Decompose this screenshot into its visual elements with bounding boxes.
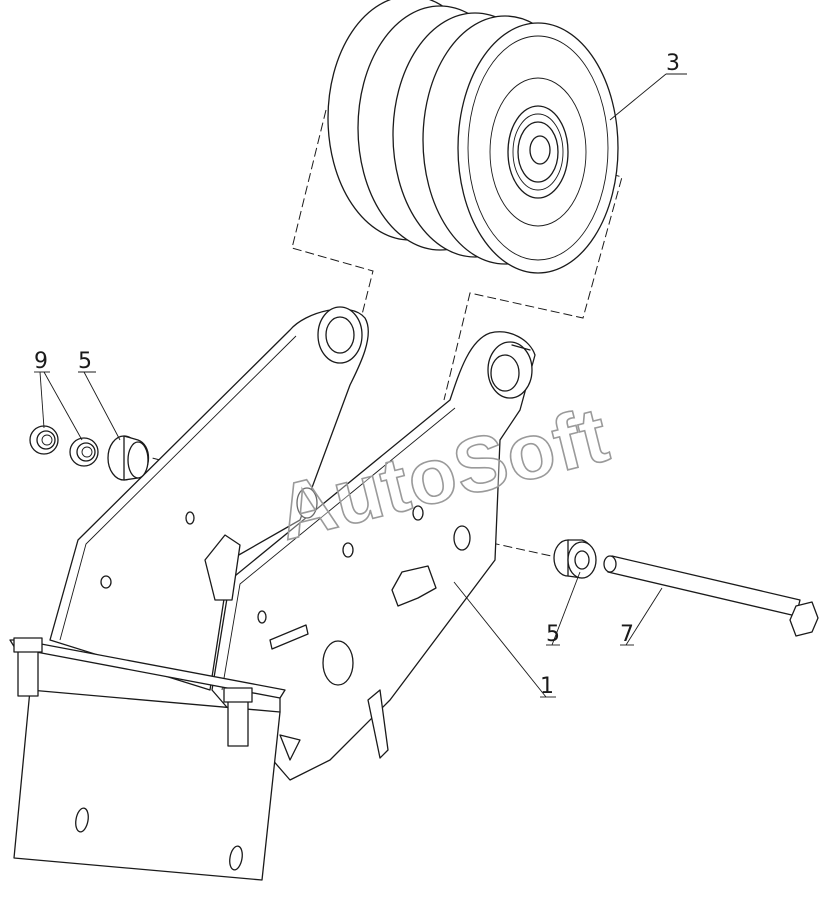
- base-bolt-left: [13, 637, 43, 697]
- callout-label-bushing-left: 5: [78, 349, 92, 374]
- nut-pair: [29, 425, 99, 467]
- long-bolt: [603, 555, 819, 637]
- grooved-pulley: [327, 0, 619, 274]
- callout-label-bracket: 1: [540, 674, 554, 699]
- callout-7: 7: [620, 587, 663, 647]
- base-bolt-right: [223, 687, 253, 747]
- hex-nut-1: [29, 425, 59, 455]
- callout-label-pulley: 3: [666, 51, 680, 76]
- callout-3: 3: [609, 51, 687, 121]
- pivot-boss-left: [317, 306, 363, 364]
- bushing-right: [553, 539, 597, 579]
- hex-nut-2: [69, 437, 99, 467]
- bushing-left: [107, 435, 150, 481]
- callout-9: 9: [34, 349, 83, 441]
- callout-label-bushing-right: 5: [546, 622, 560, 647]
- callout-5-left: 5: [78, 349, 121, 441]
- tensioner-bracket: [9, 306, 536, 881]
- callout-5-right: 5: [546, 571, 581, 647]
- callout-label-nut: 9: [34, 349, 48, 374]
- callout-1: 1: [453, 581, 556, 699]
- callout-label-bolt: 7: [620, 622, 634, 647]
- pivot-boss-right: [487, 341, 533, 399]
